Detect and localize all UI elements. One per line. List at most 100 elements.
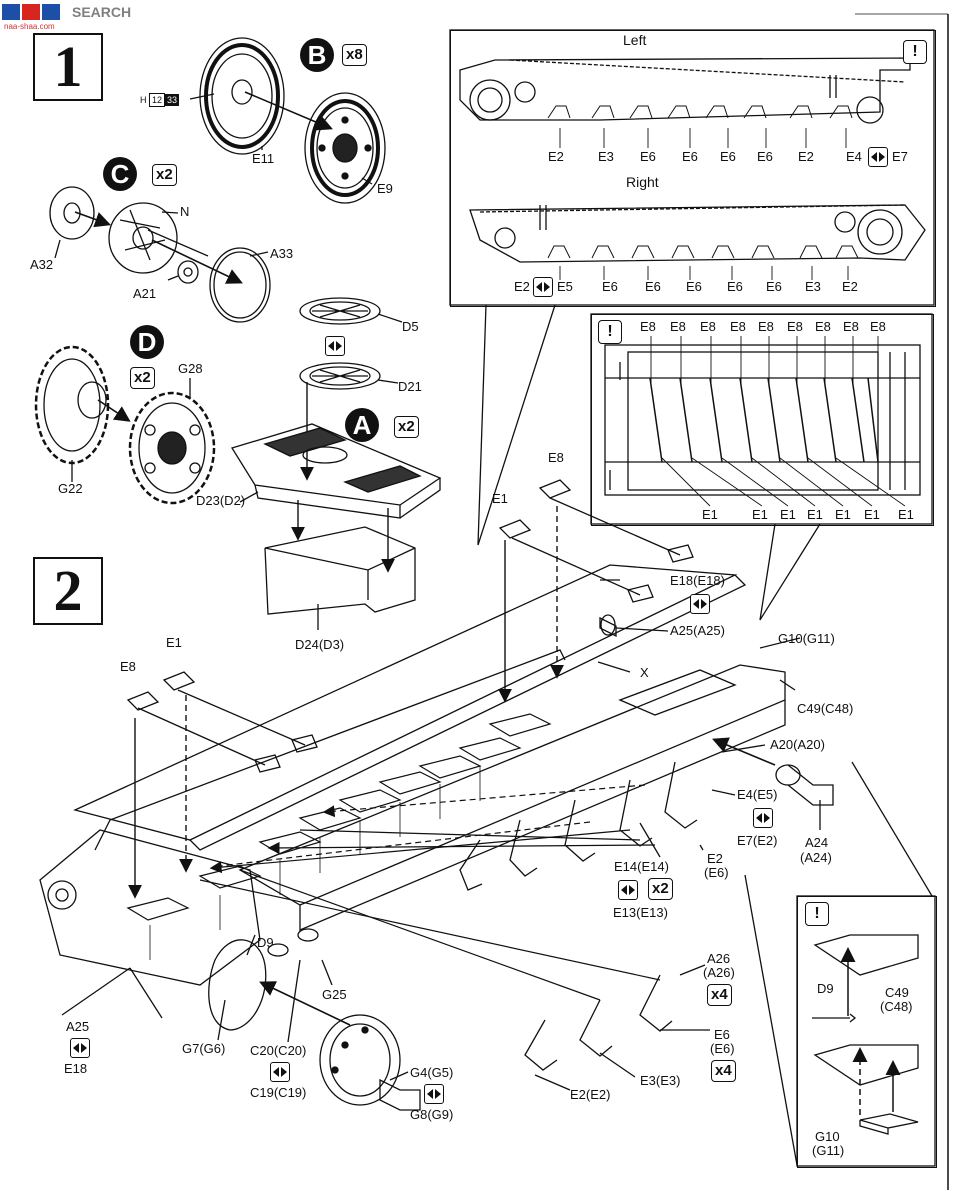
watermark-brand: SEARCH — [72, 4, 132, 20]
inset-detail — [812, 934, 919, 1135]
torsion-part-label: E8 — [815, 319, 831, 334]
alternative-part-icon — [325, 336, 345, 356]
quantity-badge: x2 — [648, 878, 673, 900]
engine-deck-d23 — [230, 423, 442, 519]
note-icon: ! — [903, 40, 927, 64]
torsion-part-label: E1 — [898, 507, 914, 522]
torsion-part-label: E1 — [835, 507, 851, 522]
inset-detail-panel — [797, 896, 937, 1168]
part-label: C19(C19) — [250, 1085, 307, 1100]
left-hull-side — [459, 57, 911, 124]
note-icon: ! — [805, 902, 829, 926]
torsion-detail-panel — [591, 314, 934, 526]
part-label: (C48) — [880, 999, 913, 1014]
swing-arms — [459, 761, 698, 1071]
part-label: A32 — [30, 257, 54, 272]
part-label: E13(E13) — [613, 905, 668, 920]
part-label: E1 — [492, 491, 508, 506]
torsion-part-label: E1 — [780, 507, 796, 522]
final-drive-g4 — [319, 1014, 421, 1111]
part-label: D23(D2) — [196, 493, 246, 508]
right-part-label: E6 — [602, 279, 618, 294]
sprocket-assembly — [34, 345, 216, 505]
left-part-label: E6 — [757, 149, 773, 164]
torsion-part-label: E8 — [843, 319, 859, 334]
part-label: A33 — [270, 246, 294, 261]
quantity-badge: x4 — [707, 984, 732, 1006]
quantity-badge: x4 — [711, 1060, 736, 1082]
note-icon: ! — [598, 320, 622, 344]
part-label: E18(E18) — [670, 573, 725, 588]
part-label: A24 — [805, 835, 829, 850]
part-label: E8 — [120, 659, 136, 674]
part-label: G10(G11) — [778, 631, 835, 646]
part-label: G10 — [815, 1129, 840, 1144]
watermark-url: naa-shaa.com — [4, 22, 55, 31]
part-label: (G11) — [812, 1143, 845, 1158]
quantity-badge: x8 — [342, 44, 367, 66]
torsion-part-label: E8 — [700, 319, 716, 334]
right-part-label: E2 — [514, 279, 530, 294]
subassembly-badge-c: C — [103, 157, 137, 191]
part-label: C20(C20) — [250, 1043, 307, 1058]
part-label: A21 — [133, 286, 157, 301]
part-label: E14(E14) — [614, 859, 669, 874]
alternative-part-icon — [424, 1084, 444, 1104]
left-part-label: E7 — [892, 149, 908, 164]
hull-side-plate — [238, 664, 786, 931]
part-label: E7(E2) — [737, 833, 778, 848]
part-label: A26 — [707, 951, 731, 966]
alternative-part-icon — [70, 1038, 90, 1058]
part-label: X — [640, 665, 649, 680]
vent-disc-d5 — [299, 297, 381, 325]
left-part-label: E2 — [548, 149, 564, 164]
part-label: D9 — [257, 935, 274, 950]
step-number-2: 2 — [33, 557, 103, 625]
idler-assembly — [49, 186, 271, 323]
alternative-part-icon — [533, 277, 553, 297]
part-label: (E6) — [710, 1041, 735, 1056]
part-label: (A24) — [800, 850, 832, 865]
part-label: E9 — [377, 181, 393, 196]
right-part-label: E5 — [557, 279, 573, 294]
part-label: D24(D3) — [295, 637, 345, 652]
torsion-part-label: E8 — [758, 319, 774, 334]
part-label: D5 — [402, 319, 419, 334]
left-panel-title: Left — [623, 32, 647, 48]
paint-code: 33 — [165, 94, 180, 106]
right-part-label: E6 — [686, 279, 702, 294]
part-label: G7(G6) — [182, 1041, 226, 1056]
hull-floor — [73, 564, 747, 851]
left-part-label: E6 — [640, 149, 656, 164]
alternative-part-icon — [618, 880, 638, 900]
step-number-1: 1 — [33, 33, 103, 101]
part-label: E1 — [166, 635, 182, 650]
torsion-part-label: E8 — [730, 319, 746, 334]
part-label: G4(G5) — [410, 1065, 454, 1080]
part-label: G8(G9) — [410, 1107, 454, 1122]
alternative-part-icon — [270, 1062, 290, 1082]
torsion-bars-top — [498, 479, 694, 603]
quantity-badge: x2 — [152, 164, 177, 186]
torsion-part-label: E8 — [670, 319, 686, 334]
part-label: G28 — [178, 361, 203, 376]
quantity-badge: x2 — [394, 416, 419, 438]
part-label: C49 — [885, 985, 909, 1000]
part-label: E8 — [548, 450, 564, 465]
subassembly-badge-d: D — [130, 325, 164, 359]
alternative-part-icon — [868, 147, 888, 167]
part-label: E2(E2) — [570, 1087, 611, 1102]
part-label: E11 — [252, 151, 275, 166]
right-part-label: E3 — [805, 279, 821, 294]
part-label: C49(C48) — [797, 701, 854, 716]
torsion-bars-left — [126, 671, 318, 773]
torsion-part-label: E8 — [870, 319, 886, 334]
quantity-badge: x2 — [130, 367, 155, 389]
part-label: G25 — [322, 987, 347, 1002]
right-part-label: E6 — [766, 279, 782, 294]
left-part-label: E4 — [846, 149, 862, 164]
left-part-label: E2 — [798, 149, 814, 164]
part-label: (A26) — [703, 965, 735, 980]
torsion-part-label: E1 — [807, 507, 823, 522]
